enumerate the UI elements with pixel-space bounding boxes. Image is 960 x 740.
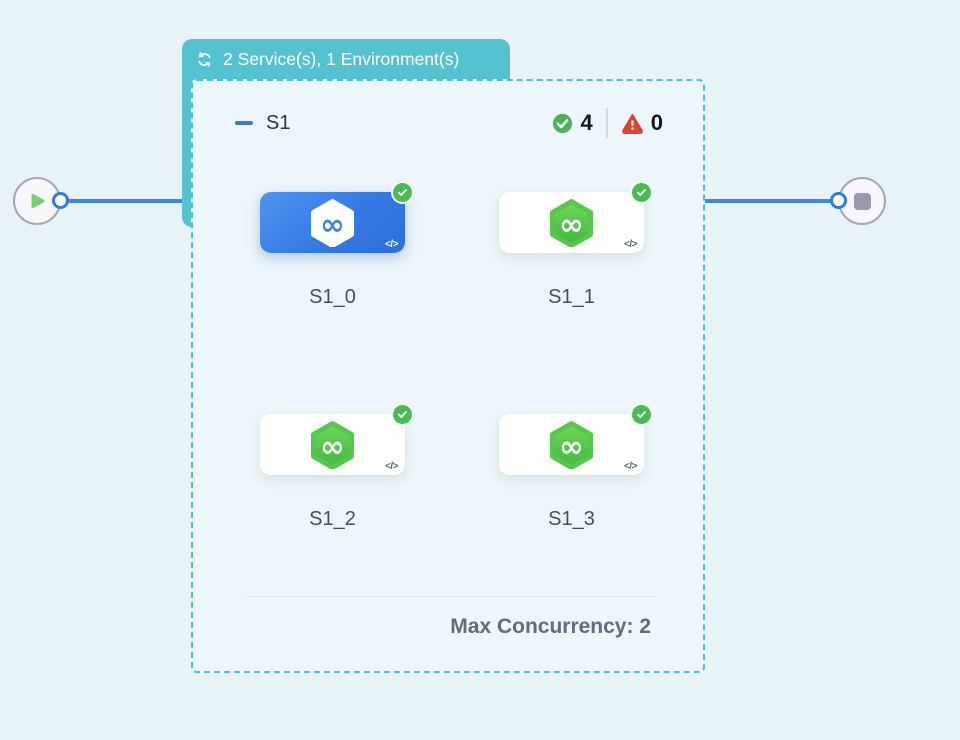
cycle-icon [195, 50, 214, 69]
service-hexagon-icon: ∞ [548, 198, 595, 247]
edge-stage-to-end [704, 199, 840, 203]
code-icon: </> [385, 461, 398, 472]
edge-start-to-stage [59, 199, 186, 203]
success-count: 4 [580, 110, 593, 135]
services-environments-badge[interactable]: 2 Service(s), 1 Environment(s) [182, 39, 510, 79]
service-card-s1-2[interactable]: ∞ </> [260, 403, 414, 475]
status-divider [605, 108, 608, 138]
badge-label: 2 Service(s), 1 Environment(s) [223, 48, 460, 69]
service-label: S1_0 [309, 286, 356, 308]
service-card-s1-0[interactable]: ∞ </> [260, 181, 414, 253]
svg-text:∞: ∞ [320, 429, 344, 463]
max-concurrency-label: Max Concurrency: 2 [450, 615, 651, 638]
service-group: ∞ </> S1_2 [260, 403, 414, 531]
service-hexagon-icon: ∞ [309, 198, 356, 247]
service-card-s1-3[interactable]: ∞ </> [499, 403, 653, 475]
collapse-stage-button[interactable] [235, 121, 253, 125]
success-badge-icon [391, 181, 414, 204]
stage-status-group: 4 0 [551, 108, 663, 138]
code-icon: </> [385, 239, 398, 250]
play-icon [26, 190, 48, 212]
svg-text:∞: ∞ [559, 207, 583, 241]
service-card-s1-1[interactable]: ∞ </> [499, 181, 653, 253]
start-node-port[interactable] [52, 192, 69, 209]
success-badge-icon [630, 181, 653, 204]
code-icon: </> [624, 239, 637, 250]
success-badge-icon [391, 403, 414, 426]
stage-header: S1 4 0 [235, 107, 663, 139]
service-label: S1_3 [548, 508, 595, 530]
stop-icon [853, 192, 871, 210]
success-check-icon [551, 112, 574, 135]
service-group: ∞ </> S1_0 [260, 181, 414, 309]
failure-count: 0 [650, 110, 663, 135]
error-warning-icon [621, 112, 644, 135]
service-group: ∞ </> S1_1 [499, 181, 653, 309]
svg-text:∞: ∞ [320, 207, 344, 241]
service-hexagon-icon: ∞ [309, 420, 356, 469]
code-icon: </> [624, 461, 637, 472]
service-label: S1_1 [548, 286, 595, 308]
service-label: S1_2 [309, 508, 356, 530]
stage-title: S1 [266, 111, 291, 134]
service-group: ∞ </> S1_3 [499, 403, 653, 531]
svg-text:∞: ∞ [559, 429, 583, 463]
success-badge-icon [630, 403, 653, 426]
service-hexagon-icon: ∞ [548, 420, 595, 469]
end-node-port[interactable] [830, 192, 847, 209]
footer-divider [246, 596, 655, 597]
stage-container: S1 4 0 [191, 79, 705, 673]
